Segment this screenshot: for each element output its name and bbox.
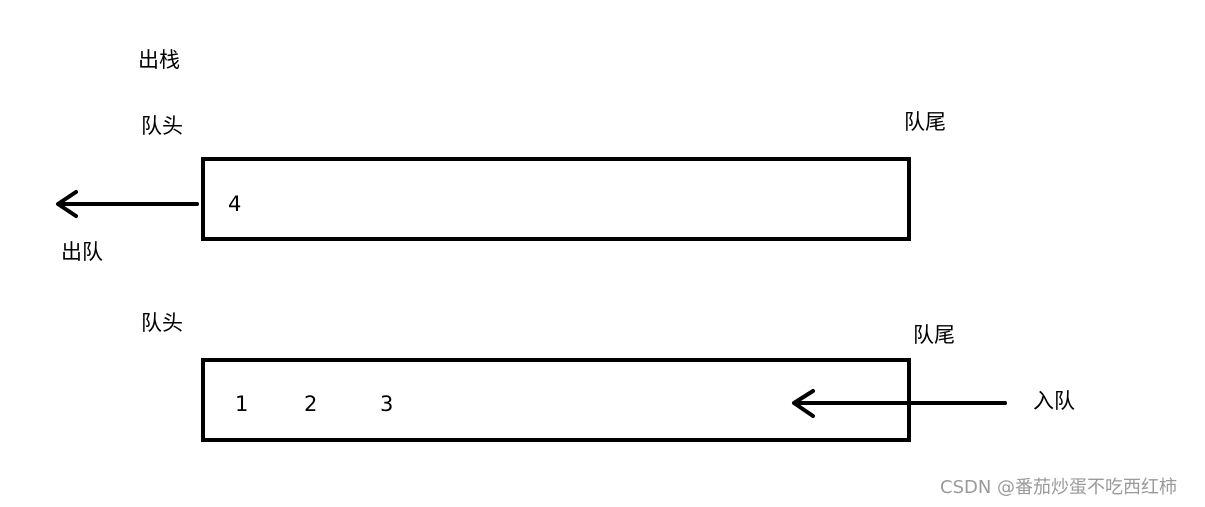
- top-queue-head-label: 队头: [141, 114, 183, 138]
- enqueue-label: 入队: [1033, 389, 1075, 413]
- stack-pop-label: 出栈: [138, 48, 180, 72]
- queue-item: 2: [304, 392, 318, 416]
- top-queue-tail-label: 队尾: [904, 110, 946, 134]
- bottom-queue-head-label: 队头: [141, 311, 183, 335]
- queue-item: 1: [235, 392, 249, 416]
- queue-item: 3: [380, 392, 394, 416]
- dequeue-label: 出队: [61, 240, 103, 264]
- watermark: CSDN @番茄炒蛋不吃西红柿: [940, 477, 1178, 498]
- bottom-queue-box: 1 2 3: [201, 358, 911, 442]
- top-queue-box: 4: [201, 157, 911, 241]
- bottom-queue-tail-label: 队尾: [913, 323, 955, 347]
- queue-item: 4: [228, 192, 242, 216]
- dequeue-arrow: [56, 190, 199, 218]
